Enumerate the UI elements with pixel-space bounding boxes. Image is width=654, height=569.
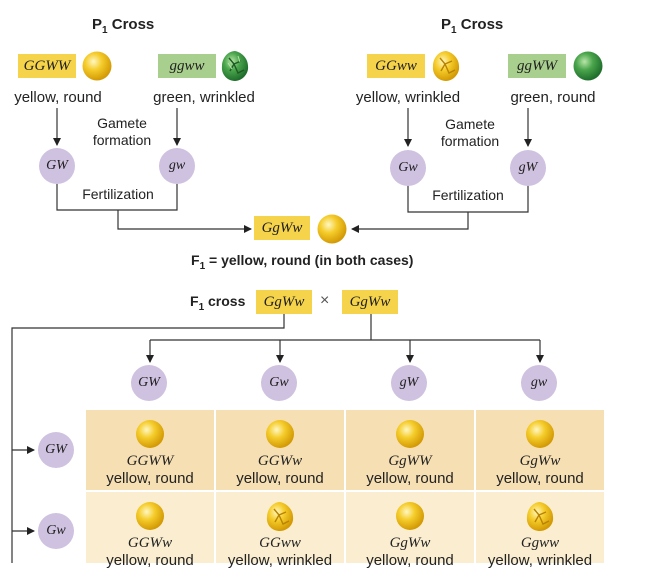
column-gamete: gW: [391, 365, 427, 401]
yellow-round-pea-icon: [526, 420, 554, 448]
punnett-cell-phenotype: yellow, round: [236, 470, 324, 487]
punnett-cell-genotype: GGWW: [126, 453, 174, 469]
left-fertilization-label: Fertilization: [82, 186, 154, 202]
right-fertilization-label: Fertilization: [432, 187, 504, 203]
yellow-wrinkled-pea-icon: [526, 502, 554, 531]
punnett-cell-genotype: GGWw: [127, 535, 173, 551]
yellow-round-pea-icon: [136, 502, 164, 530]
right-parent1-phenotype: yellow, wrinkled: [355, 89, 461, 106]
punnett-cell-phenotype: yellow, round: [106, 552, 194, 569]
right-cross-heading: P1 Cross: [441, 16, 504, 36]
right-parent2-phenotype: green, round: [510, 89, 596, 106]
left-parent2-phenotype: green, wrinkled: [153, 89, 255, 106]
punnett-cell-phenotype: yellow, round: [366, 470, 454, 487]
yellow-wrinkled-pea-icon: [266, 502, 294, 531]
left-cross-heading: P1 Cross: [92, 16, 155, 36]
right-parent2-genotype: ggWW: [508, 54, 566, 78]
punnett-cell-genotype: GgWW: [388, 453, 432, 469]
left-parent1-genotype: GGWW: [18, 54, 76, 78]
punnett-cell-genotype: GgWw: [519, 453, 561, 469]
column-gamete: GW: [131, 365, 167, 401]
left-gamete-2: gw: [159, 148, 195, 184]
green-wrinkled-pea-icon: [221, 51, 249, 81]
yellow-round-pea-icon: [82, 51, 112, 81]
punnett-cell-phenotype: yellow, round: [366, 552, 454, 569]
yellow-round-pea-icon: [266, 420, 294, 448]
f1-genotype: GgWw: [254, 216, 310, 240]
right-gamete-1: Gw: [390, 150, 426, 186]
left-gamete-1: GW: [39, 148, 75, 184]
f1-cross-parent1: GgWw: [256, 290, 312, 314]
punnett-cell-genotype: Ggww: [520, 535, 560, 551]
punnett-cell-genotype: GGWw: [257, 453, 303, 469]
yellow-round-pea-icon: [317, 214, 347, 244]
yellow-round-pea-icon: [396, 502, 424, 530]
green-round-pea-icon: [573, 51, 603, 81]
left-parent1-phenotype: yellow, round: [14, 89, 102, 106]
yellow-round-pea-icon: [396, 420, 424, 448]
row-gamete: Gw: [38, 513, 74, 549]
yellow-wrinkled-pea-icon: [432, 51, 460, 81]
f1-cross-label: F1 cross: [190, 293, 246, 313]
right-parent1-genotype: GGww: [367, 54, 425, 78]
column-gamete: gw: [521, 365, 557, 401]
punnett-cell-genotype: GGww: [259, 535, 301, 551]
f1-cross-parent2: GgWw: [342, 290, 398, 314]
punnett-cell-phenotype: yellow, wrinkled: [487, 552, 593, 569]
times-symbol: ×: [320, 292, 330, 309]
left-parent2-genotype: ggww: [158, 54, 216, 78]
punnett-cell-phenotype: yellow, wrinkled: [227, 552, 333, 569]
right-gamete-2: gW: [510, 150, 546, 186]
right-gamete-formation-label: Gamete formation: [440, 116, 500, 149]
punnett-cell-phenotype: yellow, round: [496, 470, 584, 487]
punnett-cell-genotype: GgWw: [389, 535, 431, 551]
f1-result-text: F1 = yellow, round (in both cases): [191, 252, 414, 272]
left-gamete-formation-label: Gamete formation: [92, 115, 152, 148]
column-gamete: Gw: [261, 365, 297, 401]
yellow-round-pea-icon: [136, 420, 164, 448]
row-gamete: GW: [38, 432, 74, 468]
punnett-cell-phenotype: yellow, round: [106, 470, 194, 487]
